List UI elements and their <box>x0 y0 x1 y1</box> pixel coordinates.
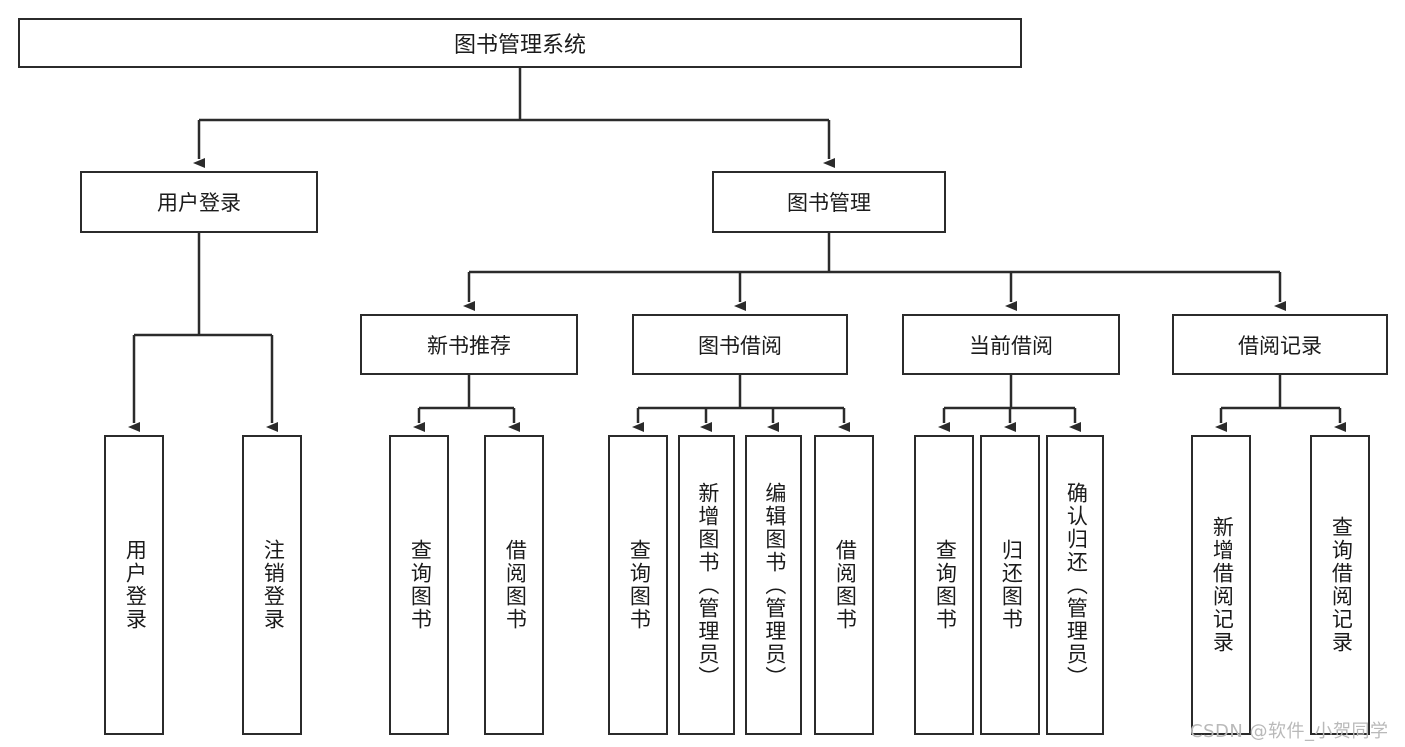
csdn-watermark: CSDN @软件_小贺同学 <box>1190 721 1389 742</box>
node-book-manage[interactable]: 图书管理 <box>712 171 946 233</box>
node-root-system[interactable]: 图书管理系统 <box>18 18 1022 68</box>
node-leaf-query-book-3[interactable]: 查询图书 <box>914 435 974 735</box>
node-leaf-query-book-1[interactable]: 查询图书 <box>389 435 449 735</box>
node-book-borrow-label: 图书借阅 <box>698 334 782 358</box>
node-borrow-record-label: 借阅记录 <box>1238 334 1322 358</box>
node-book-borrow[interactable]: 图书借阅 <box>632 314 848 375</box>
node-leaf-add-book[interactable]: 新增图书（管理员） <box>678 435 735 735</box>
node-new-book-recommend[interactable]: 新书推荐 <box>360 314 578 375</box>
node-leaf-edit-book[interactable]: 编辑图书（管理员） <box>745 435 802 735</box>
node-leaf-logout-label: 注销登录 <box>261 539 285 631</box>
node-leaf-borrow-book-2-label: 借阅图书 <box>833 539 857 631</box>
node-borrow-record[interactable]: 借阅记录 <box>1172 314 1388 375</box>
node-leaf-query-book-3-label: 查询图书 <box>933 539 957 631</box>
node-current-borrow-label: 当前借阅 <box>969 334 1053 358</box>
node-leaf-add-book-label: 新增图书（管理员） <box>695 481 719 689</box>
node-current-borrow[interactable]: 当前借阅 <box>902 314 1120 375</box>
node-new-book-recommend-label: 新书推荐 <box>427 334 511 358</box>
node-leaf-borrow-book-1-label: 借阅图书 <box>503 539 527 631</box>
node-book-manage-label: 图书管理 <box>787 192 871 215</box>
node-leaf-return-book[interactable]: 归还图书 <box>980 435 1040 735</box>
edge-layer <box>128 68 1346 432</box>
node-leaf-borrow-book-1[interactable]: 借阅图书 <box>484 435 544 735</box>
node-leaf-query-book-1-label: 查询图书 <box>408 539 432 631</box>
node-leaf-borrow-book-2[interactable]: 借阅图书 <box>814 435 874 735</box>
node-leaf-query-book-2[interactable]: 查询图书 <box>608 435 668 735</box>
node-user-login[interactable]: 用户登录 <box>80 171 318 233</box>
node-leaf-add-record[interactable]: 新增借阅记录 <box>1191 435 1251 735</box>
node-leaf-user-login-label: 用户登录 <box>123 539 147 631</box>
node-leaf-add-record-label: 新增借阅记录 <box>1210 516 1234 654</box>
node-leaf-confirm-return[interactable]: 确认归还（管理员） <box>1046 435 1104 735</box>
node-leaf-query-record-label: 查询借阅记录 <box>1329 516 1353 654</box>
node-leaf-logout[interactable]: 注销登录 <box>242 435 302 735</box>
node-leaf-confirm-return-label: 确认归还（管理员） <box>1064 481 1088 689</box>
node-leaf-query-book-2-label: 查询图书 <box>627 539 651 631</box>
node-leaf-user-login[interactable]: 用户登录 <box>104 435 164 735</box>
node-leaf-query-record[interactable]: 查询借阅记录 <box>1310 435 1370 735</box>
node-leaf-return-book-label: 归还图书 <box>999 539 1023 631</box>
node-user-login-label: 用户登录 <box>157 192 241 215</box>
node-leaf-edit-book-label: 编辑图书（管理员） <box>762 481 786 689</box>
node-root-system-label: 图书管理系统 <box>453 32 586 57</box>
